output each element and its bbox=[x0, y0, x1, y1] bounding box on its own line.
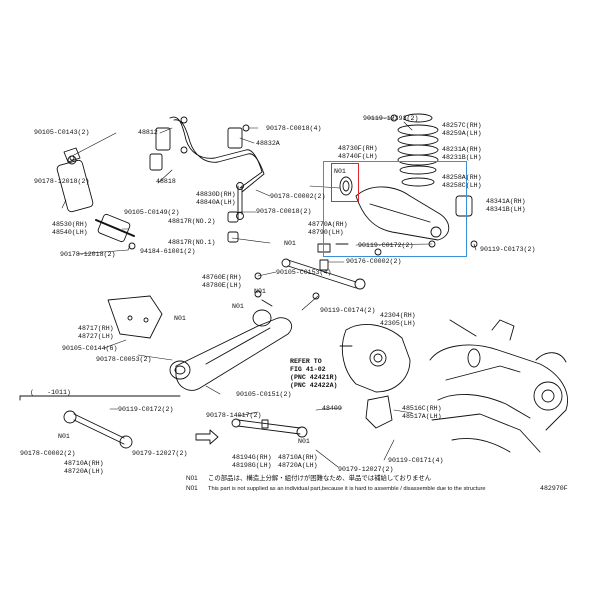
part-label: 90105-C0153(4) bbox=[276, 269, 332, 276]
stabilizer-link bbox=[236, 182, 244, 220]
leader-lines bbox=[61, 117, 477, 468]
footnote-tag: N01 bbox=[186, 485, 198, 492]
part-label: 48231B(LH) bbox=[442, 154, 482, 161]
part-label: 48259A(LH) bbox=[442, 130, 482, 137]
part-label: 90176-C0002(2) bbox=[346, 258, 402, 265]
part-label: 48516C(RH) bbox=[402, 405, 442, 412]
part-label: 90178-12018(2) bbox=[60, 251, 116, 258]
part-label: 90178-C0002(2) bbox=[270, 193, 326, 200]
part-label: 90178-C0018(2) bbox=[256, 208, 312, 215]
part-label: 48341B(LH) bbox=[486, 206, 526, 213]
part-label: 48720A(LH) bbox=[278, 462, 318, 469]
part-label: 48780E(LH) bbox=[202, 282, 242, 289]
part-label: 48231A(RH) bbox=[442, 146, 482, 153]
bracket bbox=[107, 295, 163, 339]
part-label: 48770A(RH) bbox=[308, 221, 348, 228]
part-label: 90178-14017(2) bbox=[206, 412, 262, 419]
part-label: 90119-C0171(4) bbox=[388, 457, 444, 464]
footnote-tag: N01 bbox=[186, 475, 198, 482]
part-label: 48409 bbox=[322, 405, 342, 412]
stabilizer-bar bbox=[149, 116, 265, 193]
part-label: 48540(LH) bbox=[52, 229, 88, 236]
knuckle bbox=[339, 324, 411, 393]
part-label: 90119-C0172(2) bbox=[118, 406, 174, 413]
note-tag: N01 bbox=[174, 315, 186, 322]
note-tag: N01 bbox=[334, 168, 346, 175]
part-label: 90105-C0143(2) bbox=[34, 129, 90, 136]
inset-range-mark: ( -1011) bbox=[30, 389, 71, 396]
part-label: 90105-C0149(2) bbox=[124, 209, 180, 216]
inset-old-link bbox=[19, 395, 219, 449]
footnote-ja: この部品は、構造上分解・組付けが困難なため、単品では補給しておりません bbox=[208, 475, 432, 482]
part-label: 90119-C0173(2) bbox=[480, 246, 536, 253]
part-label: 90178-12018(2) bbox=[34, 178, 90, 185]
part-label: 90119-C0174(2) bbox=[320, 307, 376, 314]
note-tag: N01 bbox=[254, 288, 266, 295]
part-label: 90105-C0144(6) bbox=[62, 345, 118, 352]
footnote-en: This part is not supplied as an individu… bbox=[208, 486, 486, 492]
part-label: 48818 bbox=[156, 178, 176, 185]
part-label: 90178-C0053(2) bbox=[96, 356, 152, 363]
part-label: 42305(LH) bbox=[380, 320, 416, 327]
note-tag: N01 bbox=[232, 303, 244, 310]
part-label: 48720A(LH) bbox=[64, 468, 104, 475]
part-label: 48341A(RH) bbox=[486, 198, 526, 205]
stopper-bracket bbox=[365, 395, 393, 429]
small-parts bbox=[69, 114, 478, 300]
part-label: 42304(RH) bbox=[380, 312, 416, 319]
note-tag: N01 bbox=[284, 240, 296, 247]
part-label: 90178-C0002(2) bbox=[20, 450, 76, 457]
part-label: 48530(RH) bbox=[52, 221, 88, 228]
shock-absorber bbox=[56, 147, 136, 250]
part-label: 48257C(RH) bbox=[442, 122, 482, 129]
part-label: 48790(LH) bbox=[308, 229, 344, 236]
part-label: 48258A(RH) bbox=[442, 174, 482, 181]
assembled-suspension bbox=[429, 319, 568, 453]
part-label: 48830D(RH) bbox=[196, 191, 236, 198]
part-label: 90105-C0151(2) bbox=[236, 391, 292, 398]
part-label: 48740F(LH) bbox=[338, 153, 378, 160]
part-label: 48817R(NO.1) bbox=[168, 239, 216, 246]
part-label: 48517A(LH) bbox=[402, 413, 442, 420]
part-label: 94184-61001(2) bbox=[140, 248, 196, 255]
part-label: 48198G(LH) bbox=[232, 462, 272, 469]
highlight-bushing-box bbox=[331, 163, 359, 202]
part-label: 90179-12027(2) bbox=[132, 450, 188, 457]
note-tag: N01 bbox=[298, 438, 310, 445]
part-label: 90119-C0172(2) bbox=[358, 242, 414, 249]
note-tag: N01 bbox=[58, 433, 70, 440]
highlight-upper-arm-box bbox=[323, 161, 467, 257]
lateral-link bbox=[281, 258, 366, 290]
part-label: 48812 bbox=[138, 129, 158, 136]
lower-control-arm bbox=[169, 299, 292, 391]
refer-note-line: REFER TO bbox=[290, 358, 322, 365]
rear-link bbox=[231, 418, 308, 438]
part-label: 48832A bbox=[256, 140, 280, 147]
part-label: 48258C(LH) bbox=[442, 182, 482, 189]
part-label: 48840A(LH) bbox=[196, 199, 236, 206]
upper-control-arm bbox=[335, 176, 473, 245]
part-label: 48710A(RH) bbox=[64, 460, 104, 467]
part-label: 48717(RH) bbox=[78, 325, 114, 332]
diagram-code: 482970F bbox=[540, 485, 568, 492]
part-label: 48730F(RH) bbox=[338, 145, 378, 152]
refer-note-line: (PNC 42421R) bbox=[290, 374, 338, 381]
part-label: 48727(LH) bbox=[78, 333, 114, 340]
part-label: 48760E(RH) bbox=[202, 274, 242, 281]
part-label: 90119-12393(2) bbox=[363, 115, 419, 122]
part-label: 90178-C0018(4) bbox=[266, 125, 322, 132]
part-label: 48194G(RH) bbox=[232, 454, 272, 461]
part-label: 90179-12027(2) bbox=[338, 466, 394, 473]
coil-spring bbox=[397, 113, 439, 187]
part-label: 48710A(RH) bbox=[278, 454, 318, 461]
refer-note-line: FIG 41-02 bbox=[290, 366, 326, 373]
part-label: 48817R(NO.2) bbox=[168, 218, 216, 225]
refer-note-line: (PNC 42422A) bbox=[290, 382, 338, 389]
